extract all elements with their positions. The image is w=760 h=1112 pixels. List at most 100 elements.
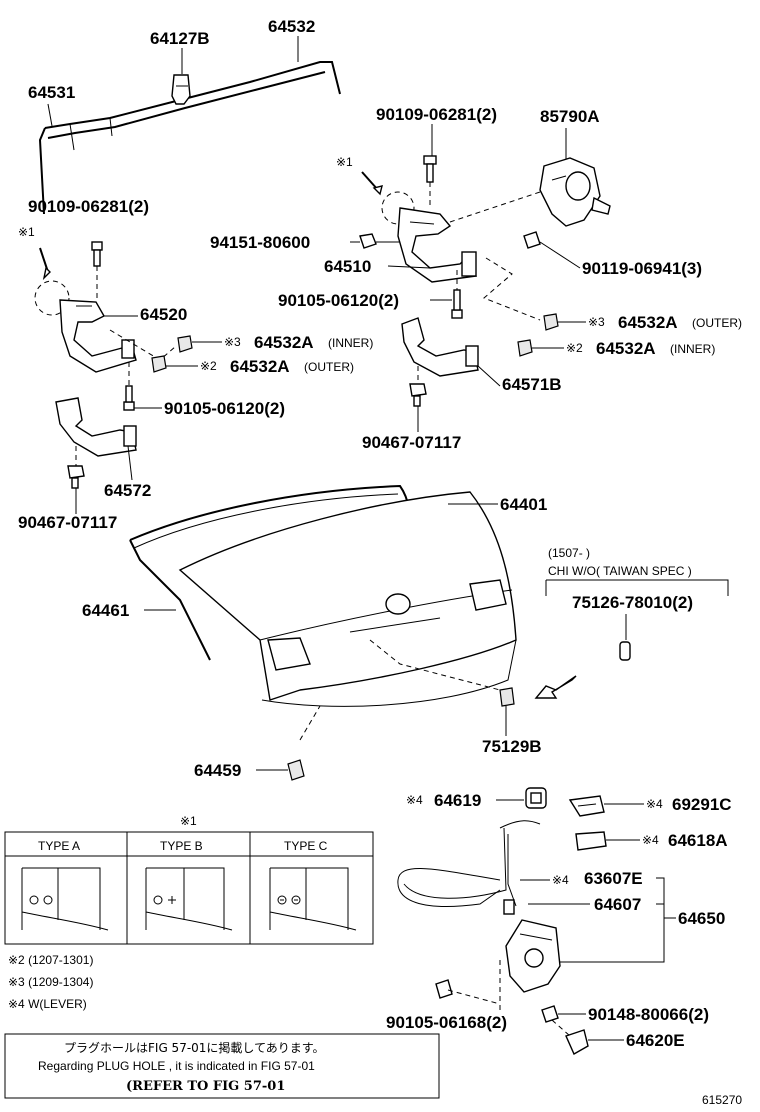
label-64619: 64619	[434, 791, 481, 810]
plug-note-refer: (REFER TO FIG 57-01	[126, 1079, 285, 1094]
label-64520: 64520	[140, 305, 187, 324]
type-table: TYPE A TYPE B TYPE C	[4, 831, 374, 945]
label-64532A-inner-right: 64532A	[596, 339, 656, 358]
footnote-4: ※4 W(LEVER)	[8, 997, 87, 1011]
mark-3-outer-right: ※3	[588, 315, 605, 329]
bolt-90109-right	[423, 155, 437, 183]
type-c-header: TYPE C	[284, 839, 328, 853]
mark-1-types: ※1	[180, 814, 197, 828]
plug-note-en: Regarding PLUG HOLE , it is indicated in…	[38, 1059, 315, 1073]
label-90467-left: 90467-07117	[18, 513, 117, 532]
lock-64607	[505, 919, 561, 993]
clip-90467-left	[67, 465, 85, 489]
label-64607: 64607	[594, 895, 641, 914]
label-85790A: 85790A	[540, 107, 600, 126]
bolt-90109-left	[91, 241, 103, 267]
spec-note-line2: CHI W/O( TAIWAN SPEC )	[548, 564, 692, 578]
label-90105-left: 90105-06120(2)	[164, 399, 285, 418]
hinge-64510	[397, 207, 477, 283]
spec-note-line1: (1507- )	[548, 546, 590, 560]
type-b-header: TYPE B	[160, 839, 203, 853]
label-63607E: 63607E	[584, 869, 643, 888]
label-64531: 64531	[28, 83, 75, 102]
label-69291C: 69291C	[672, 795, 732, 814]
cap-75129B	[499, 687, 515, 707]
mark-2-outer-left: ※2	[200, 359, 217, 373]
cable-63607E	[397, 820, 541, 915]
qualifier-inner-left: (INNER)	[328, 336, 373, 350]
plug-64459	[287, 759, 305, 781]
bushing-64532A-outer-left	[151, 355, 167, 373]
bolt-90105-upper	[451, 289, 463, 319]
hinge-detail-circle-right	[381, 191, 415, 225]
bushing-64532A-outer-right	[543, 313, 559, 331]
torsion-bar-clip-64127B	[171, 74, 191, 105]
mark-1-left: ※1	[18, 225, 35, 239]
label-64510: 64510	[324, 257, 371, 276]
label-64650: 64650	[678, 909, 725, 928]
label-64532A-outer-right: 64532A	[618, 313, 678, 332]
label-64532A-inner-left: 64532A	[254, 333, 314, 352]
mark-4-63607E: ※4	[552, 873, 569, 887]
type-a-illustration	[21, 867, 109, 931]
label-90109-right: 90109-06281(2)	[376, 105, 497, 124]
bolt-90105-bottom	[435, 979, 453, 999]
label-64532A-outer-left: 64532A	[230, 357, 290, 376]
bolt-90148	[541, 1005, 559, 1023]
bracket-64618A	[575, 831, 607, 851]
label-90105-bottom: 90105-06168(2)	[386, 1013, 507, 1032]
hinge-64520	[59, 299, 137, 373]
label-90105-upper: 90105-06120(2)	[278, 291, 399, 310]
qualifier-outer-left: (OUTER)	[304, 360, 354, 374]
label-64401: 64401	[500, 495, 547, 514]
bracket-69291C	[568, 795, 605, 817]
bushing-64532A-inner-left	[177, 335, 193, 353]
damper-85790A	[539, 157, 611, 227]
label-90109-left: 90109-06281(2)	[28, 197, 149, 216]
label-64620E: 64620E	[626, 1031, 685, 1050]
label-64571B: 64571B	[502, 375, 562, 394]
mark-1-top: ※1	[336, 155, 353, 169]
label-64532: 64532	[268, 17, 315, 36]
bolt-90119	[523, 231, 541, 249]
bushing-64532A-inner-right	[517, 339, 533, 357]
type-c-illustration	[269, 867, 357, 931]
type-b-illustration	[145, 867, 233, 931]
footnote-2: ※2 (1207-1301)	[8, 953, 93, 967]
figure-id: 615270	[702, 1093, 742, 1107]
label-64461: 64461	[82, 601, 129, 620]
label-64618A: 64618A	[668, 831, 728, 850]
label-64459: 64459	[194, 761, 241, 780]
hinge-arm-64571B	[401, 317, 479, 377]
bolt-90105-left	[123, 385, 135, 411]
mark-2-inner-right: ※2	[566, 341, 583, 355]
type-a-header: TYPE A	[38, 839, 80, 853]
qualifier-outer-right: (OUTER)	[692, 316, 742, 330]
mark-4-69291C: ※4	[646, 797, 663, 811]
clip-90467-right	[409, 383, 427, 407]
direction-arrow	[534, 675, 577, 699]
hinge-detail-circle-left	[34, 280, 70, 316]
plug-note-jp: プラグホールはFIG 57-01に掲載してあります。	[64, 1040, 325, 1055]
mark-3-inner-left: ※3	[224, 335, 241, 349]
label-64127B: 64127B	[150, 29, 210, 48]
label-64572: 64572	[104, 481, 151, 500]
footnote-3: ※3 (1209-1304)	[8, 975, 93, 989]
mark-4-64618A: ※4	[642, 833, 659, 847]
label-90467-right: 90467-07117	[362, 433, 461, 452]
label-90119: 90119-06941(3)	[582, 259, 702, 278]
hinge-arm-64572	[55, 397, 137, 457]
lever-64620E	[565, 1029, 589, 1055]
label-94151: 94151-80600	[210, 233, 310, 252]
label-75129B: 75129B	[482, 737, 542, 756]
qualifier-inner-right: (INNER)	[670, 342, 715, 356]
mark-4-64619: ※4	[406, 793, 423, 807]
torsion-bar-64531	[38, 61, 341, 215]
trunk-lid-64401	[178, 491, 517, 707]
label-75126: 75126-78010(2)	[572, 593, 693, 612]
clip-75126	[619, 641, 631, 661]
nut-94151	[359, 233, 377, 249]
label-90148: 90148-80066(2)	[588, 1005, 709, 1024]
plug-hole-note: プラグホールはFIG 57-01に掲載してあります。 Regarding PLU…	[4, 1033, 440, 1099]
